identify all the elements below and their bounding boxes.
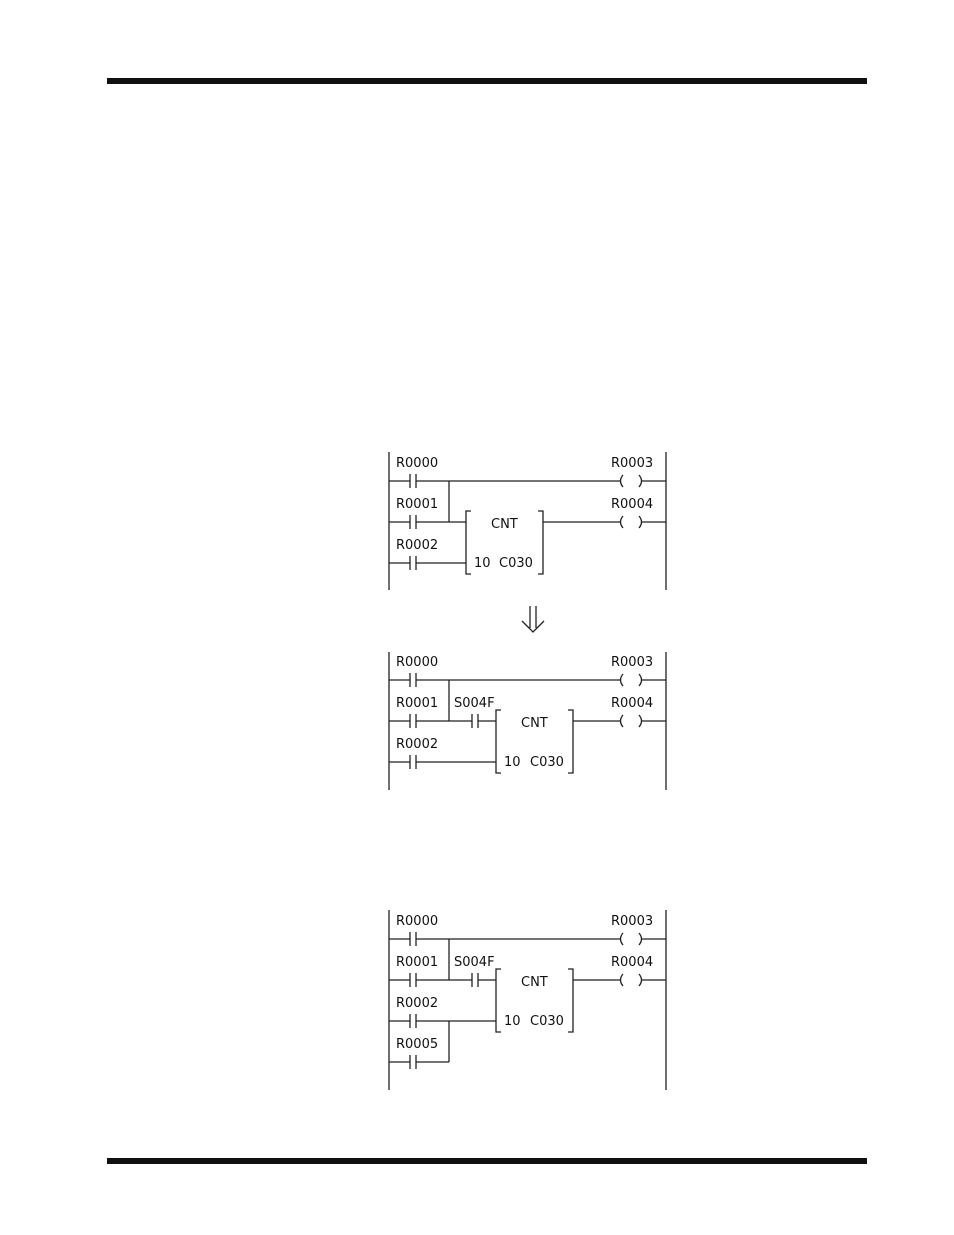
- counter-block: [465, 510, 544, 575]
- label-r0003: R0003: [611, 456, 653, 471]
- coil-r0003: [619, 673, 666, 687]
- counter-type: CNT: [521, 975, 548, 990]
- contact-r0000: [389, 673, 449, 687]
- contact-r0001: [389, 714, 449, 728]
- counter-block: [495, 709, 574, 774]
- label-r0004: R0004: [611, 497, 653, 512]
- coil-r0004: [619, 714, 666, 728]
- label-r0000: R0000: [396, 456, 438, 471]
- label-r0000: R0000: [396, 914, 438, 929]
- label-r0000: R0000: [396, 655, 438, 670]
- label-r0001: R0001: [396, 696, 438, 711]
- bottom-rule: [107, 1158, 867, 1164]
- label-r0003: R0003: [611, 914, 653, 929]
- counter-preset: 10: [504, 755, 521, 770]
- label-r0003: R0003: [611, 655, 653, 670]
- label-s004f: S004F: [454, 696, 495, 711]
- ladder-diagram-2: R0000 R0003 R0001 S004F R0002 CNT 10 C03…: [388, 652, 667, 790]
- label-r0004: R0004: [611, 696, 653, 711]
- contact-s004f: [449, 714, 496, 728]
- counter-id: C030: [499, 556, 533, 571]
- counter-type: CNT: [491, 517, 518, 532]
- contact-r0001: [389, 515, 449, 529]
- coil-r0003: [619, 474, 666, 488]
- contact-r0005: [389, 1055, 449, 1069]
- label-r0001: R0001: [396, 497, 438, 512]
- label-r0005: R0005: [396, 1037, 438, 1052]
- contact-r0002: [389, 755, 496, 769]
- counter-type: CNT: [521, 716, 548, 731]
- top-rule: [107, 78, 867, 84]
- ladder-diagram-3: R0000 R0003 R0001 S004F R0002 R0005 CNT …: [388, 910, 667, 1090]
- coil-r0004: [619, 515, 666, 529]
- label-r0002: R0002: [396, 737, 438, 752]
- label-r0004: R0004: [611, 955, 653, 970]
- label-r0002: R0002: [396, 538, 438, 553]
- counter-preset: 10: [474, 556, 491, 571]
- contact-r0000: [389, 474, 449, 488]
- label-s004f: S004F: [454, 955, 495, 970]
- contact-r0002: [389, 1014, 496, 1028]
- counter-id: C030: [530, 1014, 564, 1029]
- label-r0001: R0001: [396, 955, 438, 970]
- counter-id: C030: [530, 755, 564, 770]
- label-r0002: R0002: [396, 996, 438, 1011]
- contact-r0001: [389, 973, 449, 987]
- contact-r0000: [389, 932, 449, 946]
- coil-r0004: [619, 973, 666, 987]
- counter-preset: 10: [504, 1014, 521, 1029]
- ladder-diagram-1: R0000 R0003 R0001 R0002 CNT 10 C030 R000…: [388, 452, 667, 590]
- double-down-arrow-icon: [521, 606, 545, 633]
- coil-r0003: [619, 932, 666, 946]
- contact-s004f: [449, 973, 496, 987]
- contact-r0002: [389, 556, 466, 570]
- counter-block: [495, 968, 574, 1033]
